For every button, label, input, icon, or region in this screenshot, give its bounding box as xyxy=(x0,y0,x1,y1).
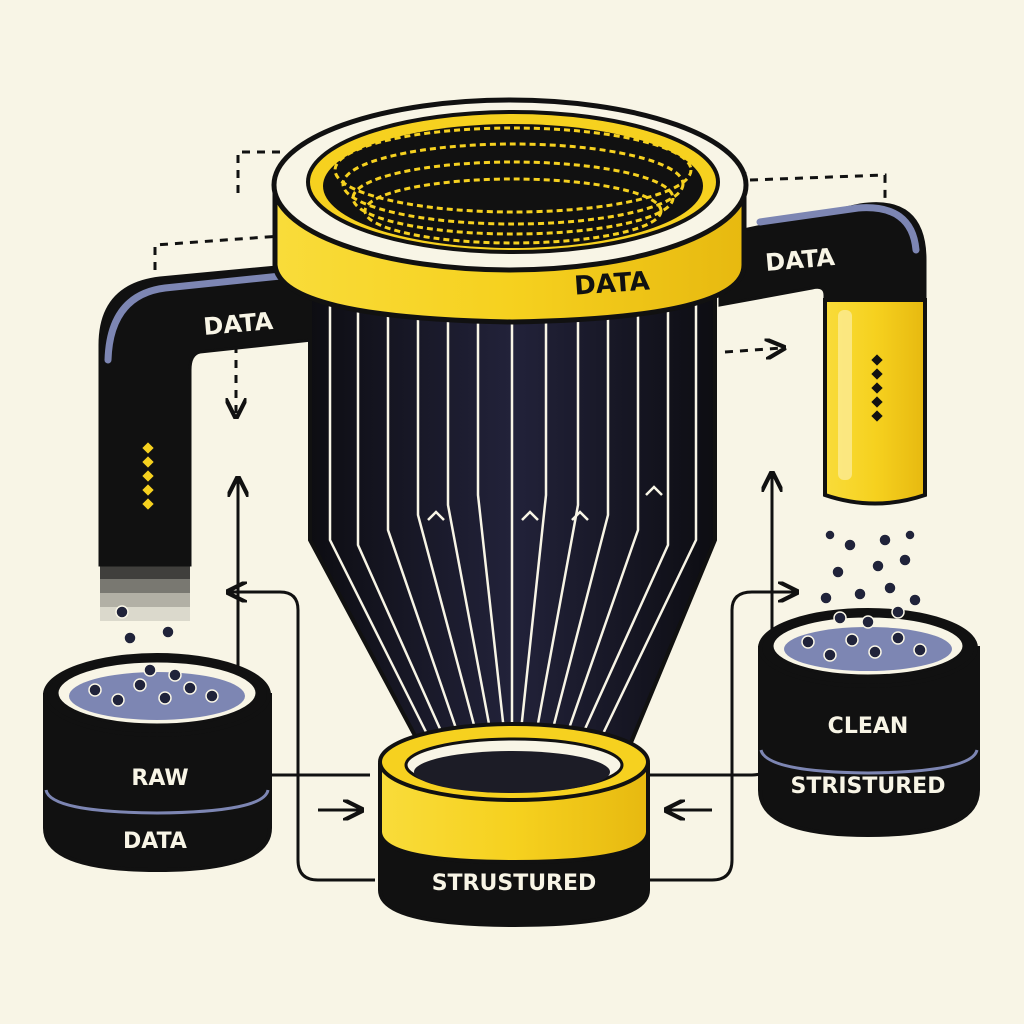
clean-container-bottom-label: STRISTURED xyxy=(791,774,946,799)
funnel-valve-marks xyxy=(427,485,663,521)
funnel-cone xyxy=(308,268,717,747)
arrow-left-mid xyxy=(230,592,375,882)
funnel-rim-label: DATA xyxy=(573,266,650,301)
right-pipe: DATA xyxy=(718,202,927,506)
bottom-container: STRUSTURED xyxy=(378,722,650,928)
funnel-stripes xyxy=(328,298,698,742)
arrow-right-mid xyxy=(648,592,795,882)
pipe-right-label: DATA xyxy=(764,243,836,277)
clean-container-top-label: CLEAN xyxy=(828,714,909,739)
clean-data-container: CLEAN STRISTURED xyxy=(758,529,980,838)
raw-data-container: RAW DATA xyxy=(43,605,272,873)
pipe-left-label: DATA xyxy=(202,307,274,341)
funnel-rim: DATA xyxy=(271,97,749,325)
left-pipe: DATA xyxy=(98,260,332,621)
dashed-arrow-right xyxy=(724,348,782,352)
right-pipe-diamonds xyxy=(871,354,883,422)
raw-data-dots xyxy=(88,605,219,707)
funnel-inner-rings xyxy=(333,126,693,245)
clean-data-dots xyxy=(801,529,927,662)
bottom-container-label: STRUSTURED xyxy=(432,871,597,896)
raw-container-bottom-label: DATA xyxy=(123,829,187,854)
left-pipe-diamonds xyxy=(142,442,154,510)
dashed-connector-top-right xyxy=(749,173,887,200)
raw-container-top-label: RAW xyxy=(131,766,188,791)
